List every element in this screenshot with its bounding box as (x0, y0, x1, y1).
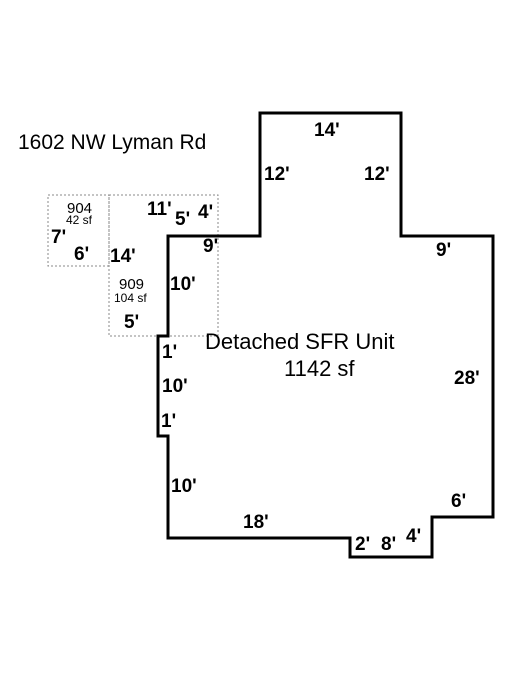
dim-notch-2: 2' (355, 534, 370, 555)
dim-bottom-right-small: 6' (451, 491, 466, 512)
dim-annex-5a: 5' (175, 209, 190, 230)
dim-annex-14: 14' (110, 246, 136, 267)
area-909-code: 909 (119, 276, 144, 293)
dim-left-upper: 10' (170, 274, 196, 295)
dim-tower-left: 12' (264, 164, 290, 185)
dim-jog-bottom: 1' (161, 411, 176, 432)
dim-top: 14' (314, 120, 340, 141)
area-904-size: 42 sf (66, 213, 93, 227)
dim-jog-top: 1' (162, 342, 177, 363)
main-unit-label: Detached SFR Unit (205, 329, 395, 354)
dim-annex-11: 11' (147, 199, 172, 220)
dim-annex-5b: 5' (124, 312, 139, 333)
dim-left-lower: 10' (171, 476, 197, 497)
dim-right: 28' (454, 368, 480, 389)
address-title: 1602 NW Lyman Rd (18, 131, 206, 154)
dim-notch-4: 4' (406, 526, 421, 547)
dim-tower-right: 12' (364, 164, 390, 185)
main-unit-area: 1142 sf (284, 356, 355, 381)
area-904-code: 904 (67, 200, 92, 217)
dim-left-mid: 10' (162, 376, 188, 397)
dim-top-left-9: 9' (203, 236, 218, 257)
dim-right-top: 9' (436, 240, 451, 261)
area-909-size: 104 sf (114, 291, 147, 305)
dim-notch-8: 8' (381, 534, 396, 555)
dim-annex-7: 7' (51, 227, 66, 248)
dim-annex-6: 6' (74, 244, 89, 265)
dim-bottom: 18' (243, 512, 269, 533)
dim-annex-4: 4' (198, 202, 213, 223)
detached-sfr-outline (156, 111, 495, 559)
